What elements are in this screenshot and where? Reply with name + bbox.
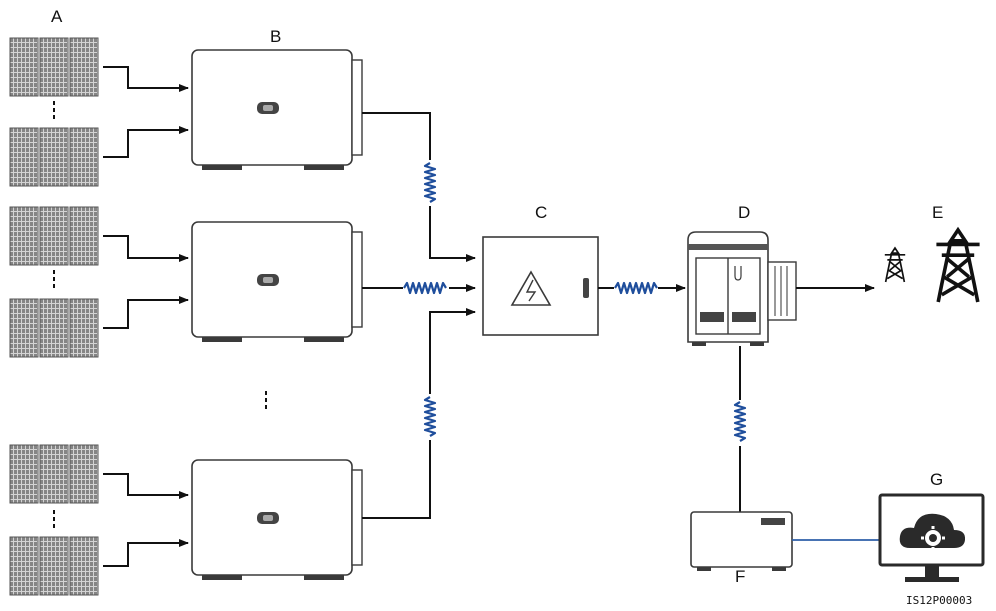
label-a: A	[51, 7, 63, 26]
plc-coil	[402, 161, 448, 438]
data-logger-icon	[690, 511, 793, 571]
label-g: G	[930, 470, 943, 489]
inverter-icon	[191, 49, 363, 581]
plc-coil	[733, 400, 747, 443]
ellipsis-icon	[53, 101, 267, 528]
label-d: D	[738, 203, 750, 222]
label-c: C	[535, 203, 547, 222]
ac-combiner-box-icon	[482, 236, 599, 336]
label-b: B	[270, 27, 281, 46]
figure-code: IS12P00003	[906, 594, 972, 607]
ac-cable	[362, 112, 476, 519]
monitor-cloud-gear-icon	[878, 493, 985, 582]
label-e: E	[932, 203, 943, 222]
box-transformer-icon	[687, 231, 797, 346]
label-f: F	[735, 567, 745, 586]
dc-cable	[103, 66, 189, 567]
power-tower-icon	[883, 228, 982, 304]
plc-coil	[613, 281, 659, 295]
